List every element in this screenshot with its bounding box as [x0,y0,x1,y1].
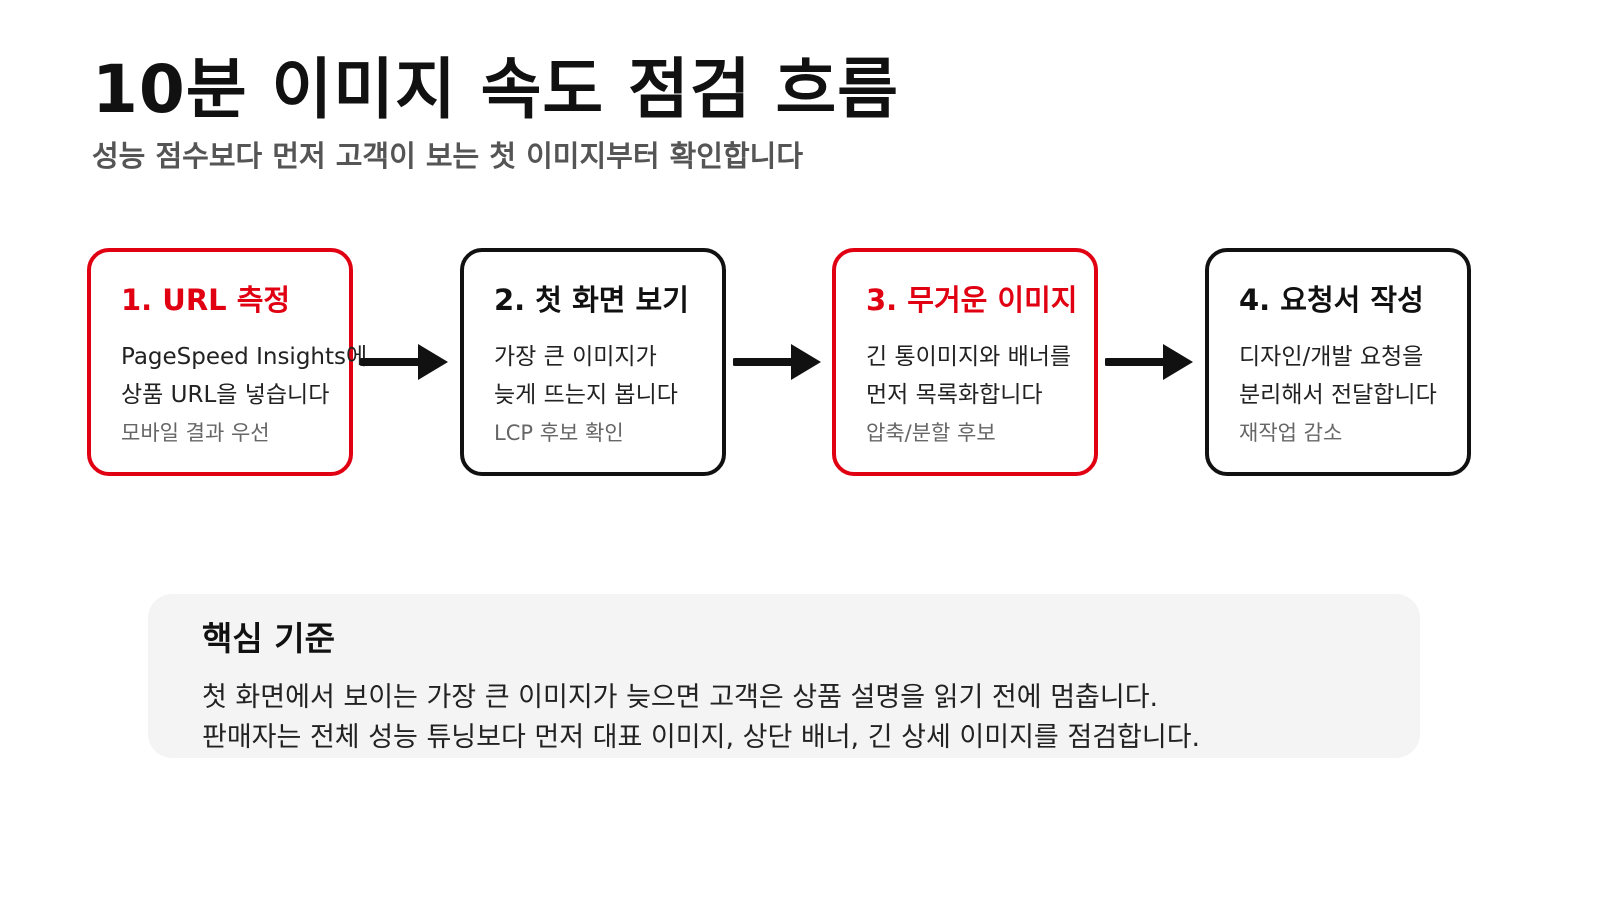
step-description: PageSpeed Insights에 상품 URL을 넣습니다 [121,338,367,414]
summary-panel: 핵심 기준 첫 화면에서 보이는 가장 큰 이미지가 늦으면 고객은 상품 설명… [148,594,1420,758]
step-description-line: 분리해서 전달합니다 [1239,382,1437,408]
arrow-right-icon [733,344,821,380]
step-description-line: 늦게 뜨는지 봅니다 [494,382,678,408]
page-subtitle: 성능 점수보다 먼저 고객이 보는 첫 이미지부터 확인합니다 [92,139,803,173]
arrow-right-icon [1105,344,1193,380]
step-note: 모바일 결과 우선 [121,421,270,445]
summary-line: 판매자는 전체 성능 튜닝보다 먼저 대표 이미지, 상단 배너, 긴 상세 이… [202,722,1201,753]
step-title: 2. 첫 화면 보기 [494,283,689,317]
step-description-line: 디자인/개발 요청을 [1239,344,1424,370]
step-description-line: PageSpeed Insights에 [121,344,368,370]
step-description-line: 긴 통이미지와 배너를 [866,344,1072,370]
step-description-line: 가장 큰 이미지가 [494,344,657,370]
step-description: 긴 통이미지와 배너를 먼저 목록화합니다 [866,338,1071,414]
step-card-first-screen: 2. 첫 화면 보기 가장 큰 이미지가 늦게 뜨는지 봅니다 LCP 후보 확… [460,248,726,476]
step-title: 4. 요청서 작성 [1239,283,1424,317]
step-note: LCP 후보 확인 [494,421,624,445]
step-description: 디자인/개발 요청을 분리해서 전달합니다 [1239,338,1437,414]
step-description-line: 먼저 목록화합니다 [866,382,1043,408]
page-title: 10분 이미지 속도 점검 흐름 [92,51,899,128]
step-card-heavy-images: 3. 무거운 이미지 긴 통이미지와 배너를 먼저 목록화합니다 압축/분할 후… [832,248,1098,476]
step-note: 압축/분할 후보 [866,421,996,445]
arrow-right-icon [360,344,448,380]
step-card-url-measure: 1. URL 측정 PageSpeed Insights에 상품 URL을 넣습… [87,248,367,476]
step-title: 3. 무거운 이미지 [866,283,1078,317]
step-description-line: 상품 URL을 넣습니다 [121,382,330,408]
step-description: 가장 큰 이미지가 늦게 뜨는지 봅니다 [494,338,678,414]
step-note: 재작업 감소 [1239,421,1343,445]
summary-title: 핵심 기준 [202,619,335,658]
step-card-request: 4. 요청서 작성 디자인/개발 요청을 분리해서 전달합니다 재작업 감소 [1205,248,1471,476]
summary-line: 첫 화면에서 보이는 가장 큰 이미지가 늦으면 고객은 상품 설명을 읽기 전… [202,682,1159,713]
step-title: 1. URL 측정 [121,283,291,317]
